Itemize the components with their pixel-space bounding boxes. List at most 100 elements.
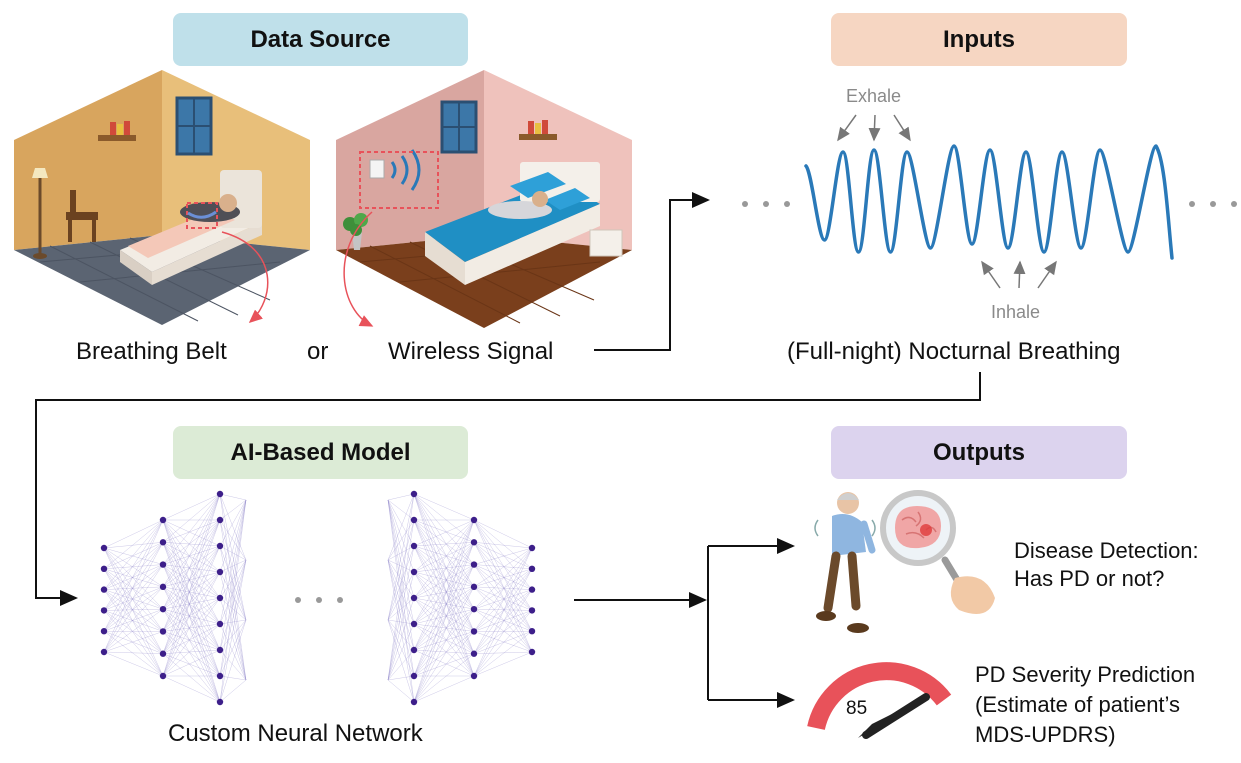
nn-edge [473,547,533,565]
nn-edge [162,493,221,543]
nn-edge [103,610,164,654]
nn-edge [103,542,164,590]
nn-edge [103,586,164,611]
nn-edge [413,519,475,703]
nn-edge [162,564,221,651]
nn-node [216,672,224,680]
nn-edge [219,545,247,681]
nn-edge [103,519,164,590]
inhale-label: Inhale [991,302,1041,322]
nn-edge [103,568,164,588]
nn-edge [413,542,475,573]
nn-edge [473,519,533,590]
gauge-value: 85 [846,698,868,719]
nn-edge [103,610,164,677]
nn-edge [103,651,164,654]
nn-edge [219,519,247,561]
nn-edge [103,586,164,632]
nn-edge [413,493,475,677]
nn-node [216,516,224,524]
nn-edge [219,499,247,651]
nn-edge [473,542,533,570]
nocturnal-breathing-caption: (Full-night) Nocturnal Breathing [787,338,1121,365]
nn-node [410,698,418,706]
nn-edge [103,589,164,654]
nn-edge [219,675,247,681]
nn-edge [387,519,415,681]
nn-edge [162,519,221,599]
bedroom-belt-illustration [14,70,310,325]
nn-edge [103,608,164,611]
model-header: AI-Based Model [173,426,468,479]
nn-edge [473,568,533,654]
nn-edge [387,571,415,621]
nn-edge [103,564,164,590]
or-label: or [307,338,329,365]
nn-edge [162,608,221,677]
nn-edge [219,623,247,681]
nn-edge [103,589,164,610]
nn-edge [387,499,415,703]
nn-edge [162,649,221,654]
nn-edge [473,547,533,632]
nn-edge [103,631,164,677]
nn-edge [413,653,475,703]
nn-edge [413,564,475,599]
exhale-label: Exhale [846,86,902,106]
nn-node [410,542,418,550]
nn-node [159,605,167,613]
nn-edge [162,608,221,651]
nn-edge [162,493,221,521]
nn-node [159,516,167,524]
breathing-waveform [804,144,1174,260]
nn-edge [413,542,475,677]
nn-edge [413,519,475,632]
nn-edge [162,519,221,651]
nn-edge [413,623,475,677]
nn-edge [413,597,475,632]
nn-node [470,561,478,568]
nn-edge [219,619,247,677]
nn-edge [387,559,415,703]
nn-edge [103,608,164,653]
nn-edge [473,589,533,610]
nn-edge [219,559,247,651]
breathing-belt-label: Breathing Belt [76,338,227,365]
nn-edge [162,623,221,632]
nn-edge [162,653,221,703]
nn-edge [162,586,221,703]
nn-edge [103,564,164,653]
nn-edge [473,542,533,653]
nn-edge [413,542,475,547]
nn-edge [162,586,221,651]
nn-node [470,605,478,613]
nn-edge [413,608,475,651]
nn-edge [103,519,164,632]
nn-edge [162,542,221,547]
nn-edge [413,519,475,625]
nn-edge [387,649,415,681]
nn-edge [387,519,415,561]
nn-edge [162,564,221,599]
nn-edge [103,519,164,653]
nn-edge [162,519,221,625]
nn-edge [473,589,533,632]
nn-edge [219,545,247,621]
nn-edge [413,586,475,651]
nn-edge [387,597,415,621]
nn-node [410,594,418,602]
nn-edge [473,564,533,590]
nn-edge [473,568,533,677]
nn-edge [103,547,164,632]
nn-edge [162,631,221,651]
nn-node [100,648,108,656]
nn-edge [473,564,533,653]
nn-node [159,539,167,546]
nn-edge [103,568,164,632]
wireless-signal-label: Wireless Signal [388,338,554,365]
nn-edge [413,545,475,632]
nn-edge [473,631,533,677]
nn-edge [413,545,475,654]
nn-edge [473,542,533,611]
nn-edge [473,586,533,632]
